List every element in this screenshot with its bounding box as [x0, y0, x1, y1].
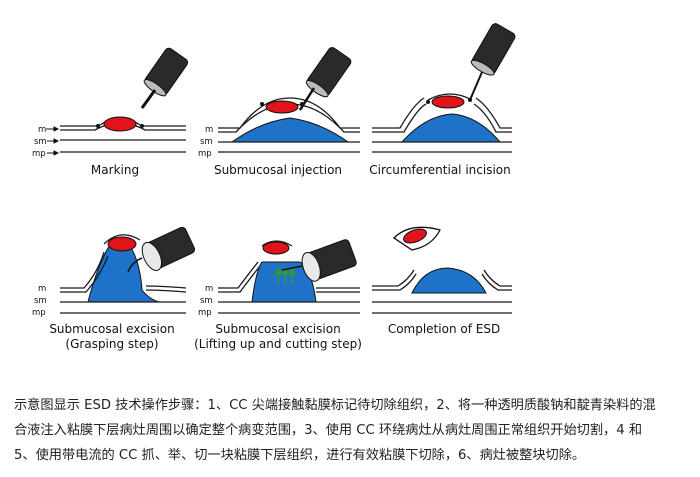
marking-dot — [426, 100, 430, 104]
layer-label-m: m — [38, 284, 46, 294]
panel-circumferential-incision: Circumferential incision — [369, 23, 516, 177]
endoscope-instrument — [140, 47, 189, 109]
lift-arrows — [273, 266, 297, 284]
resected-specimen — [392, 226, 441, 251]
submucosal-fluid — [230, 117, 350, 143]
layer-label-m: m — [205, 284, 213, 294]
endoscope-instrument — [127, 226, 196, 273]
panel-title: Submucosal excision — [49, 322, 174, 336]
panel-completion: Completion of ESD — [372, 226, 512, 336]
layer-labels: m sm mp — [32, 125, 47, 159]
layer-label-mp: mp — [198, 149, 212, 159]
panel-title: Circumferential incision — [369, 163, 511, 177]
tissue-layers — [60, 234, 187, 314]
marking-dot — [96, 124, 100, 128]
lesion — [107, 236, 137, 252]
layer-arrows — [46, 126, 60, 156]
panel-title: Marking — [91, 163, 139, 177]
endoscope-instrument — [469, 23, 516, 101]
layer-label-mp: mp — [198, 308, 212, 318]
panel-submucosal-injection: m sm mp Submucosal injection — [198, 47, 360, 177]
panel-lifting-cutting-step: m sm mp Submucosal excision — [194, 239, 362, 351]
tissue-layers — [372, 93, 512, 153]
panel-marking: m sm mp Marking — [32, 47, 189, 177]
panel-grasping-step: m sm mp Submucosal excision (Grasping st… — [32, 226, 196, 351]
layer-label-sm: sm — [34, 296, 47, 306]
panel-subtitle: (Lifting up and cutting step) — [194, 337, 362, 351]
layer-label-m: m — [205, 125, 213, 135]
lesion — [403, 228, 427, 244]
marking-dot — [260, 102, 264, 106]
endoscope-instrument — [298, 47, 352, 111]
lesion — [103, 116, 137, 132]
caption-line: 示意图显示 ESD 技术操作步骤：1、CC 尖端接触黏膜标记待切除组织，2、将一… — [14, 398, 656, 413]
submucosal-fluid — [251, 261, 317, 303]
marking-dot — [140, 124, 144, 128]
panel-title: Submucosal injection — [214, 163, 342, 177]
endoscope-instrument — [281, 239, 357, 282]
layer-label-mp: mp — [32, 308, 46, 318]
panel-subtitle: (Grasping step) — [65, 337, 158, 351]
layer-labels: m sm mp — [198, 284, 213, 318]
tissue-layers — [218, 240, 360, 314]
layer-labels: m sm mp — [198, 125, 213, 159]
layer-label-sm: sm — [200, 296, 213, 306]
panel-title: Completion of ESD — [388, 322, 500, 336]
layer-labels: m sm mp — [32, 284, 47, 318]
layer-label-sm: sm — [200, 137, 213, 147]
panel-title: Submucosal excision — [215, 322, 340, 336]
esd-diagram-figure: m sm mp Marking m s — [32, 23, 516, 351]
figure-caption: 示意图显示 ESD 技术操作步骤：1、CC 尖端接触黏膜标记待切除组织，2、将一… — [14, 393, 690, 468]
lesion — [431, 95, 465, 109]
layer-label-sm: sm — [34, 137, 47, 147]
lesion — [262, 241, 290, 255]
tissue-layers — [372, 269, 512, 314]
submucosal-fluid — [400, 113, 502, 143]
lesion — [265, 100, 299, 114]
caption-line: 合液注入粘膜下层病灶周围以确定整个病变范围，3、使用 CC 环绕病灶从病灶周围正… — [14, 423, 643, 438]
layer-label-m: m — [38, 125, 46, 135]
caption-line: 5、使用带电流的 CC 抓、举、切一块粘膜下层组织，进行有效粘膜下切除，6、病灶… — [14, 448, 586, 463]
submucosal-fluid — [411, 267, 487, 294]
layer-label-mp: mp — [32, 149, 46, 159]
